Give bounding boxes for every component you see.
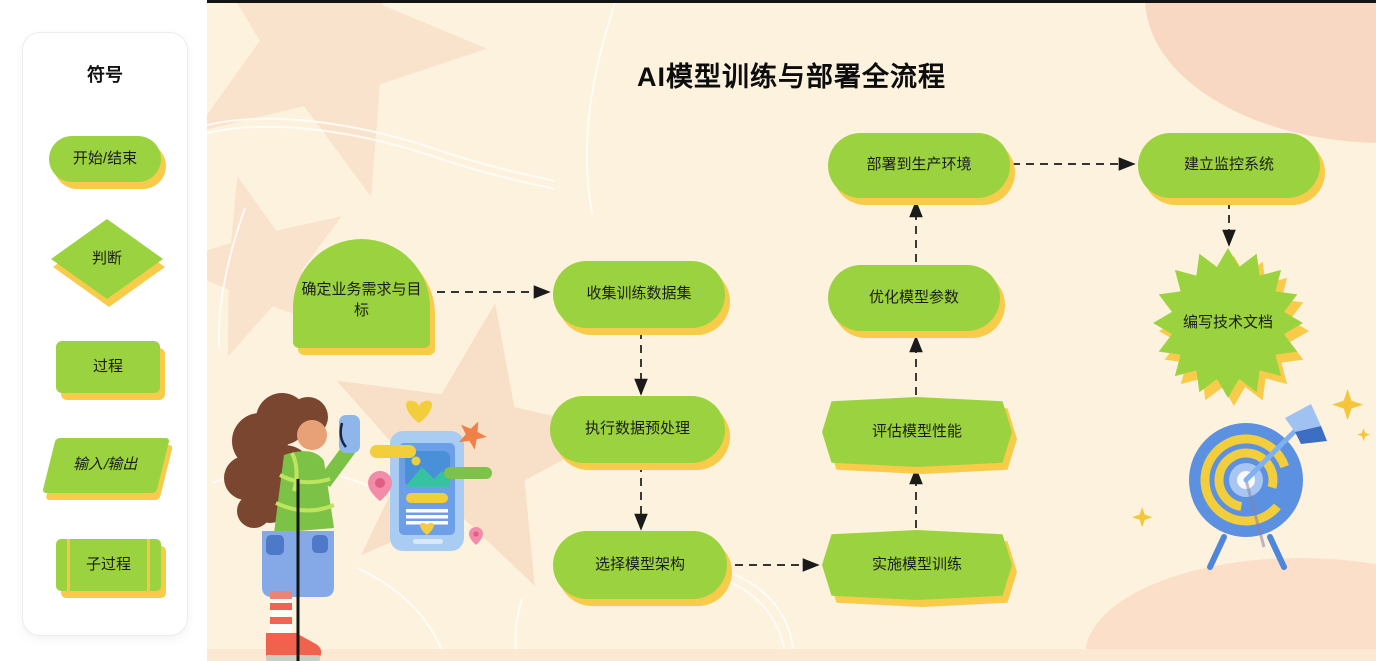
flow-node-preprocess-data[interactable]: 执行数据预处理: [550, 396, 730, 470]
legend-label: 过程: [92, 357, 123, 375]
symbol-palette: 符号 开始/结束 判断 过程 输入/输出 子过程: [22, 32, 188, 636]
node-label: 部署到生产环境: [866, 156, 972, 174]
node-label: 执行数据预处理: [584, 420, 690, 438]
phone-outline: [339, 422, 347, 448]
legend-input-output[interactable]: 输入/输出: [42, 438, 174, 500]
flow-node-evaluate-model[interactable]: 评估模型性能: [822, 397, 1017, 474]
node-label: 实施模型训练: [871, 555, 962, 573]
board-legs: [1207, 534, 1287, 570]
legend-label: 子过程: [85, 555, 131, 573]
legend-subprocess[interactable]: 子过程: [56, 539, 166, 598]
phone-home-bar: [413, 539, 443, 544]
location-pin-icon: [469, 527, 483, 545]
legend-start-end[interactable]: 开始/结束: [49, 136, 166, 189]
green-pill: [444, 467, 492, 479]
legend-label: 输入/输出: [71, 456, 141, 474]
node-label: 确定业务需求与目标: [301, 281, 422, 319]
flow-node-collect-dataset[interactable]: 收集训练数据集: [553, 261, 730, 335]
yellow-pill: [370, 445, 416, 458]
text-lines: [406, 509, 448, 525]
text-pill: [406, 493, 448, 503]
bottom-strip: [207, 649, 1376, 661]
flow-node-deploy-production[interactable]: 部署到生产环境: [828, 133, 1015, 205]
node-label: 编写技术文档: [1182, 313, 1273, 331]
dart-shadow-line: [1244, 479, 1266, 548]
pocket-shape: [266, 535, 284, 555]
striped-socks: [270, 591, 292, 635]
sparkle-icon: [1132, 507, 1153, 528]
legend-label: 判断: [91, 249, 122, 267]
sparkle-icon: [1332, 389, 1364, 421]
legend-process[interactable]: 过程: [56, 341, 165, 400]
dart-flight-top: [1285, 404, 1321, 432]
handheld-phone-icon: [339, 415, 360, 453]
face-shape: [297, 420, 327, 450]
node-label: 评估模型性能: [871, 422, 962, 440]
flow-node-write-docs[interactable]: 编写技术文档: [1153, 248, 1309, 406]
node-label: 建立监控系统: [1183, 156, 1274, 174]
legend-label: 开始/结束: [72, 149, 138, 167]
dart-shaft: [1243, 429, 1297, 483]
flow-node-define-goals[interactable]: 确定业务需求与目标: [293, 239, 435, 355]
node-label: 收集训练数据集: [586, 285, 692, 303]
diagram-canvas[interactable]: AI模型训练与部署全流程 确定业务需求与目标: [207, 0, 1376, 661]
flow-node-setup-monitoring[interactable]: 建立监控系统: [1138, 133, 1325, 205]
node-label: 优化模型参数: [868, 288, 959, 306]
sweater-pattern: [275, 452, 335, 513]
page-title: AI模型训练与部署全流程: [637, 62, 946, 92]
palette-heading: 符号: [87, 65, 123, 85]
legend-decision[interactable]: 判断: [51, 219, 165, 307]
star-icon: [458, 421, 487, 450]
pocket-shape: [312, 535, 328, 553]
dart-flight-bottom: [1295, 426, 1327, 444]
location-pin-icon: [368, 471, 392, 501]
flow-node-optimize-params[interactable]: 优化模型参数: [828, 265, 1005, 338]
heart-icon: [420, 522, 434, 535]
sparkle-icon: [1357, 428, 1371, 442]
heart-icon: [406, 400, 432, 423]
image-card: [405, 451, 450, 487]
pale-star-shape: [207, 3, 487, 197]
mobile-app-screen-illustration: [368, 400, 492, 551]
woman-with-phone-illustration: [224, 393, 360, 661]
dartboard-arrow-illustration: [1189, 404, 1327, 570]
red-boot: [266, 633, 322, 661]
flow-node-train-model[interactable]: 实施模型训练: [822, 530, 1017, 607]
node-label: 选择模型架构: [594, 555, 685, 573]
flow-node-select-architecture[interactable]: 选择模型架构: [553, 531, 732, 606]
sweater-shape: [274, 451, 334, 533]
